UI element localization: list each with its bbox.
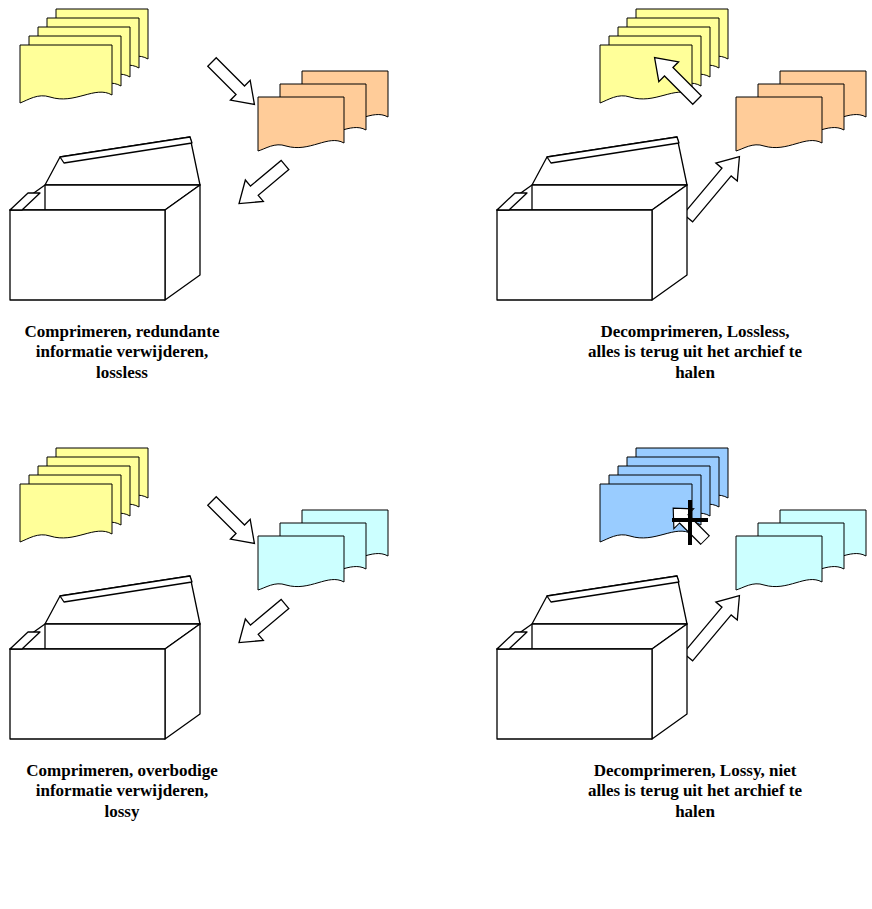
source-stack — [20, 448, 148, 542]
compressed-stack — [258, 71, 388, 151]
caption: Comprimeren, redundante informatie verwi… — [12, 322, 232, 383]
block-arrow — [230, 593, 294, 653]
archive-box — [497, 137, 687, 300]
restored-stack — [600, 9, 728, 103]
panel-compress-lossless — [10, 9, 388, 300]
caption: Comprimeren, overbodige informatie verwi… — [17, 761, 227, 822]
panel-decompress-lossy — [497, 448, 866, 739]
archive-box — [10, 137, 200, 300]
caption-text: Decomprimeren, Lossless, alles is terug … — [588, 322, 802, 382]
block-arrow — [677, 587, 750, 666]
caption: Decomprimeren, Lossless, alles is terug … — [588, 322, 803, 383]
source-stack — [20, 9, 148, 103]
block-arrow — [230, 154, 294, 214]
panel-decompress-lossless — [497, 9, 866, 300]
caption-text: Comprimeren, overbodige informatie verwi… — [26, 761, 217, 821]
compressed-stack — [736, 71, 866, 151]
blocked-arrow — [663, 498, 715, 550]
block-arrow — [202, 491, 264, 553]
block-arrow — [202, 52, 264, 114]
block-arrow — [677, 148, 750, 227]
caption-text: Comprimeren, redundante informatie verwi… — [25, 322, 220, 382]
archive-box — [10, 576, 200, 739]
caption-text: Decomprimeren, Lossy, niet alles is teru… — [588, 761, 802, 821]
compressed-stack — [736, 510, 866, 590]
block-arrow — [645, 48, 707, 110]
restored-stack — [600, 448, 728, 542]
compressed-stack — [258, 510, 388, 590]
panel-compress-lossy — [10, 448, 388, 739]
archive-box — [497, 576, 687, 739]
caption: Decomprimeren, Lossy, niet alles is teru… — [578, 761, 813, 822]
